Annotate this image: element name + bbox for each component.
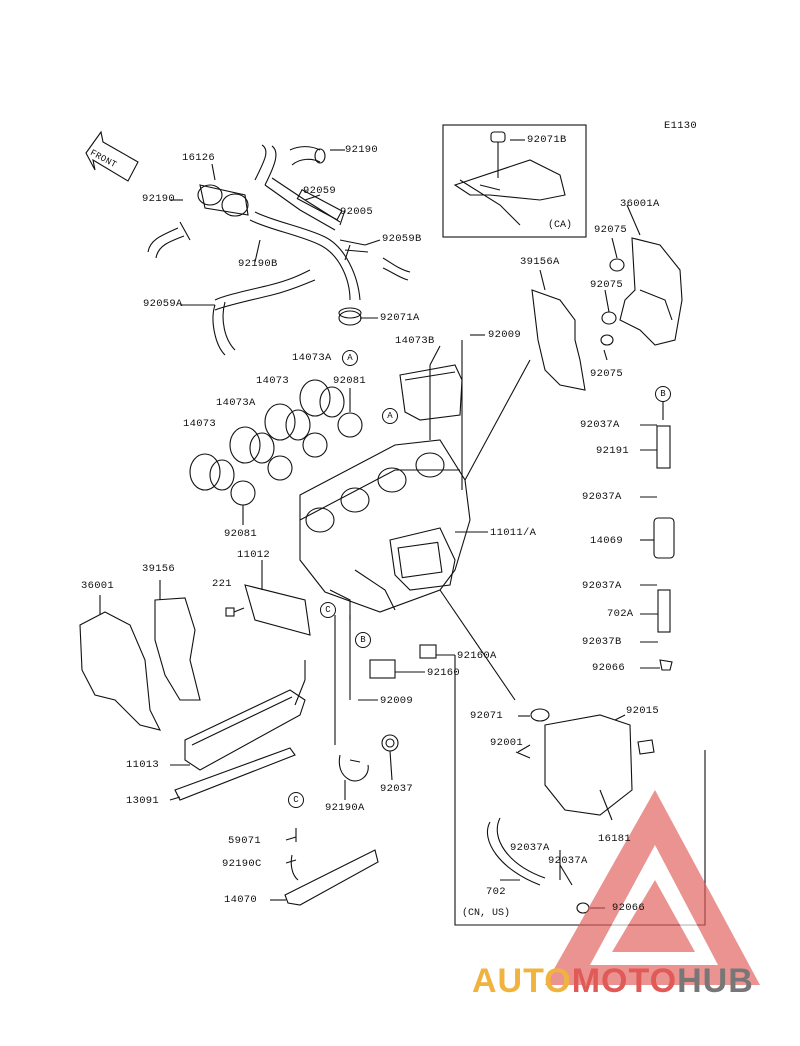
callout-14073: 14073 bbox=[256, 375, 290, 387]
callout-92037a: 92037A bbox=[548, 855, 588, 867]
callout-92059b: 92059B bbox=[382, 233, 422, 245]
inset-note-cn-us: (CN, US) bbox=[462, 908, 511, 919]
callout-92075: 92075 bbox=[590, 279, 624, 291]
callout-92071a: 92071A bbox=[380, 312, 420, 324]
callout-92190: 92190 bbox=[345, 144, 379, 156]
callout-92059: 92059 bbox=[303, 185, 337, 197]
callout-92075: 92075 bbox=[590, 368, 624, 380]
watermark-part-hub: HUB bbox=[677, 962, 754, 1000]
ref-code: E1130 bbox=[664, 120, 698, 132]
callout-92037b: 92037B bbox=[582, 636, 622, 648]
callout-59071: 59071 bbox=[228, 835, 262, 847]
callout-11013: 11013 bbox=[126, 759, 160, 771]
callout-92037a: 92037A bbox=[580, 419, 620, 431]
ref-marker-a: A bbox=[342, 350, 358, 366]
callout-92009: 92009 bbox=[488, 329, 522, 341]
callout-702: 702 bbox=[486, 886, 506, 898]
callout-39156: 39156 bbox=[142, 563, 176, 575]
inset-note-ca: (CA) bbox=[548, 220, 573, 231]
ref-marker-c: C bbox=[320, 602, 336, 618]
callout-92190a: 92190A bbox=[325, 802, 365, 814]
callout-92015: 92015 bbox=[626, 705, 660, 717]
callout-92009: 92009 bbox=[380, 695, 414, 707]
callout-39156a: 39156A bbox=[520, 256, 560, 268]
callout-221: 221 bbox=[212, 578, 232, 590]
watermark-part-auto: AUTO bbox=[472, 962, 572, 1000]
callout-92075: 92075 bbox=[594, 224, 628, 236]
callout-14073b: 14073B bbox=[395, 335, 435, 347]
callout-92037a: 92037A bbox=[582, 491, 622, 503]
watermark-part-moto: MOTO bbox=[571, 962, 678, 1000]
callout-14073: 14073 bbox=[183, 418, 217, 430]
ref-marker-b: B bbox=[355, 632, 371, 648]
callout-92191: 92191 bbox=[596, 445, 630, 457]
callout-16181: 16181 bbox=[598, 833, 632, 845]
callout-92037a: 92037A bbox=[510, 842, 550, 854]
callout-92190: 92190 bbox=[142, 193, 176, 205]
callout-92059a: 92059A bbox=[143, 298, 183, 310]
watermark-text: AUTOMOTOHUB bbox=[472, 962, 754, 1001]
callout-702a: 702A bbox=[607, 608, 634, 620]
callout-13091: 13091 bbox=[126, 795, 160, 807]
callout-16126: 16126 bbox=[182, 152, 216, 164]
callout-92160a: 92160A bbox=[457, 650, 497, 662]
watermark-logo bbox=[545, 790, 760, 985]
callout-92037: 92037 bbox=[380, 783, 414, 795]
ref-marker-a: A bbox=[382, 408, 398, 424]
callout-92081: 92081 bbox=[333, 375, 367, 387]
callout-14073a: 14073A bbox=[216, 397, 256, 409]
callout-92190b: 92190B bbox=[238, 258, 278, 270]
callout-92081: 92081 bbox=[224, 528, 258, 540]
callout-92190c: 92190C bbox=[222, 858, 262, 870]
callout-92160: 92160 bbox=[427, 667, 461, 679]
callout-11011a: 11011/A bbox=[490, 527, 537, 539]
callout-14069: 14069 bbox=[590, 535, 624, 547]
callout-92001: 92001 bbox=[490, 737, 524, 749]
ref-marker-c: C bbox=[288, 792, 304, 808]
callout-36001a: 36001A bbox=[620, 198, 660, 210]
callout-92071: 92071 bbox=[470, 710, 504, 722]
callout-36001: 36001 bbox=[81, 580, 115, 592]
callout-92071b: 92071B bbox=[527, 134, 567, 146]
callout-92066: 92066 bbox=[592, 662, 626, 674]
callout-14073a: 14073A bbox=[292, 352, 332, 364]
callout-11012: 11012 bbox=[237, 549, 271, 561]
ref-marker-b: B bbox=[655, 386, 671, 402]
callout-92037a: 92037A bbox=[582, 580, 622, 592]
callout-14070: 14070 bbox=[224, 894, 258, 906]
callout-92005: 92005 bbox=[340, 206, 374, 218]
callout-92066: 92066 bbox=[612, 902, 646, 914]
